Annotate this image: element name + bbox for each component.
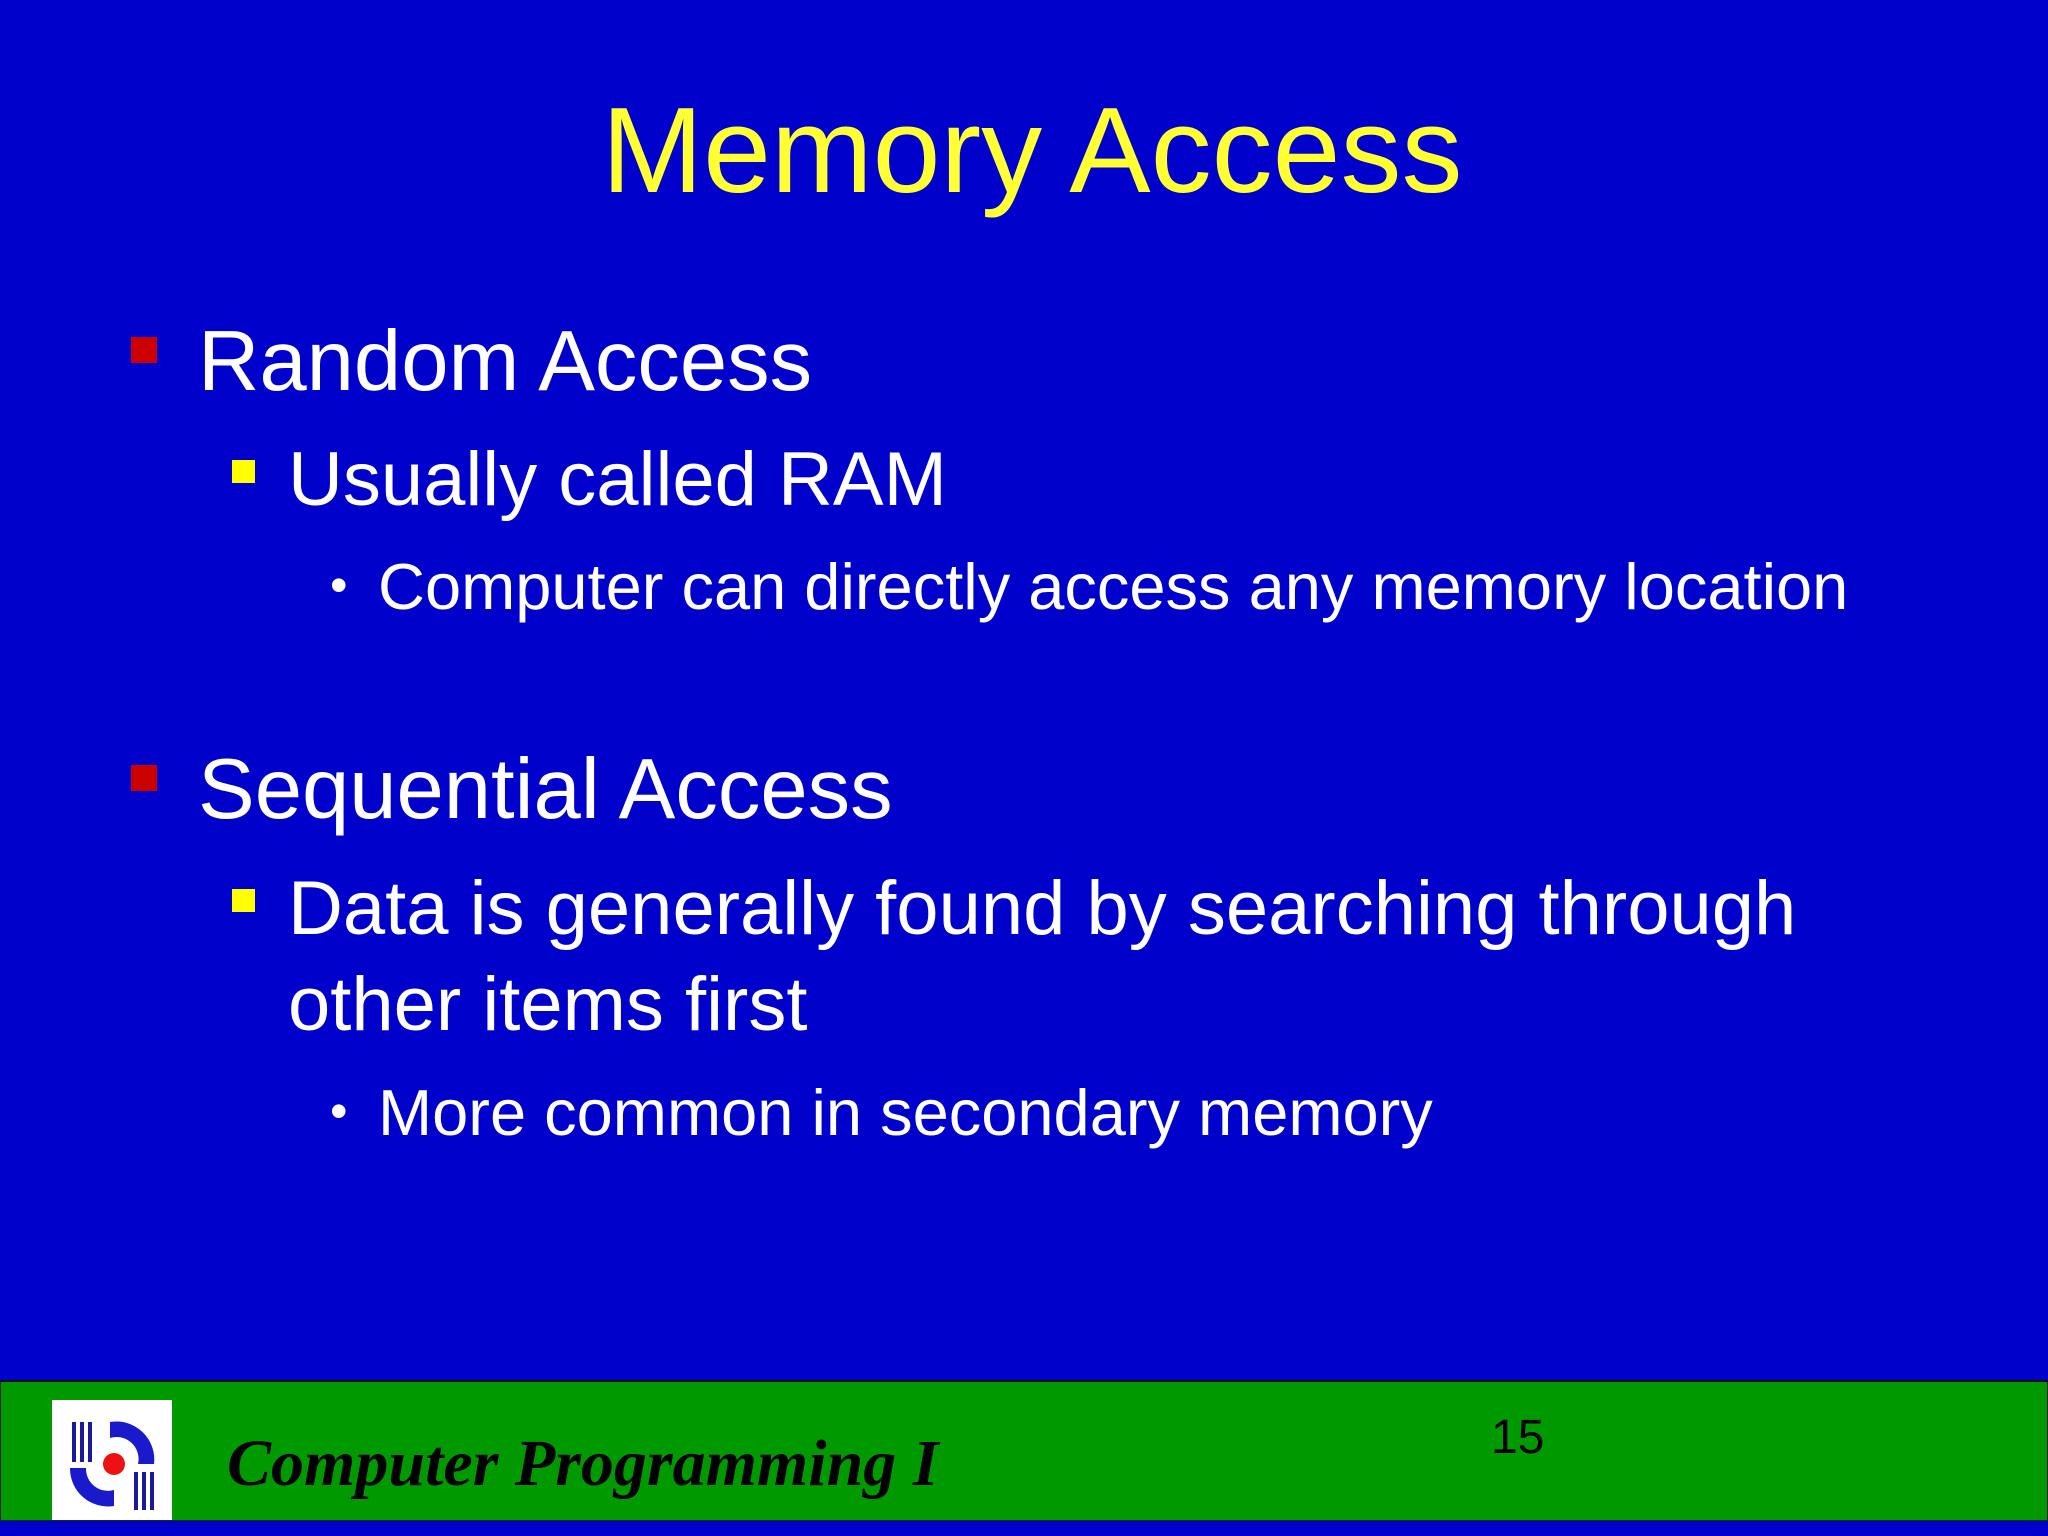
footer-bar: Computer Programming I 15 xyxy=(0,1380,2048,1521)
institution-logo-icon xyxy=(52,1400,172,1520)
dot-bullet-icon: • xyxy=(330,557,348,613)
detail-secondary-memory: More common in secondary memory xyxy=(378,1076,1433,1149)
logo-graphic xyxy=(69,1421,155,1510)
red-square-bullet-icon xyxy=(131,765,157,791)
page-number: 15 xyxy=(1491,1411,1545,1464)
red-square-bullet-icon xyxy=(131,337,157,363)
sub-bullet-usually-called-ram: Usually called RAM xyxy=(288,437,947,522)
footer-course-title: Computer Programming I xyxy=(227,1427,939,1500)
detail-direct-access: Computer can directly access any memory … xyxy=(378,550,1849,623)
yellow-square-bullet-icon xyxy=(232,889,255,912)
yellow-square-bullet-icon xyxy=(232,460,255,483)
bullet-sequential-access: Sequential Access xyxy=(198,742,893,837)
bullet-random-access: Random Access xyxy=(198,314,813,409)
dot-bullet-icon: • xyxy=(330,1083,348,1139)
sub-bullet-searching-line1: Data is generally found by searching thr… xyxy=(288,866,1797,951)
slide-title: Memory Access xyxy=(601,82,1463,218)
sub-bullet-searching-line2: other items first xyxy=(288,962,808,1047)
